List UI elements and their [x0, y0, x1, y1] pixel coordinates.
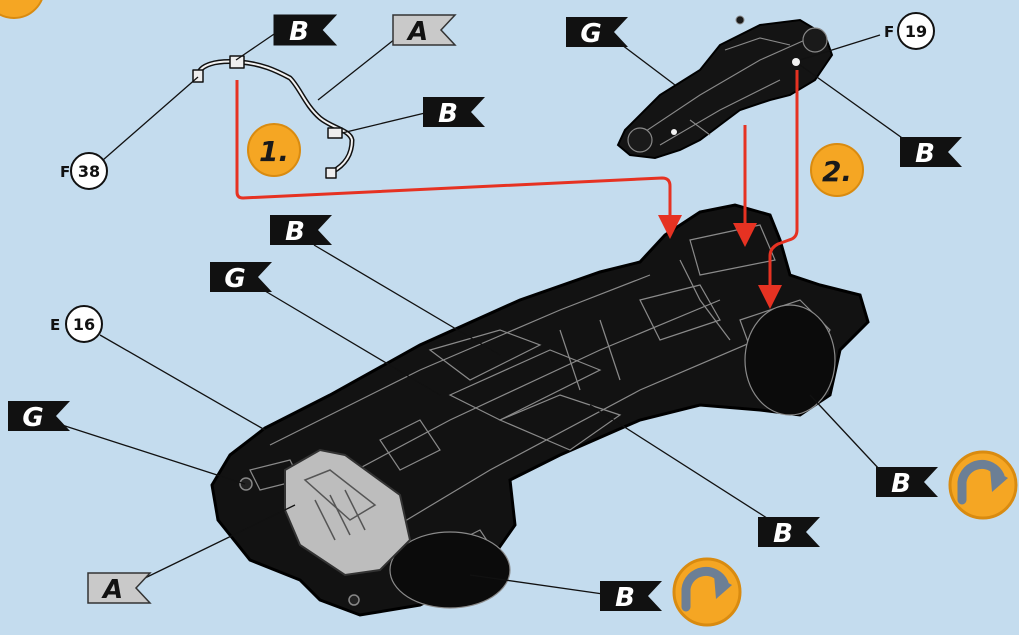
flag-f1: B: [273, 14, 338, 47]
flag-f8-letter: G: [22, 403, 43, 433]
rotate-arrow-icon: [672, 557, 742, 627]
flag-f4: G: [566, 17, 628, 49]
rear-subframe-part: [616, 15, 834, 160]
ref-f38-letter: F: [60, 163, 70, 181]
flag-f7: G: [210, 262, 272, 294]
flag-f6: B: [270, 215, 332, 247]
ref-e16-letter: E: [50, 316, 60, 334]
ref-e16: E 16: [50, 305, 103, 343]
ref-f19: F 19: [884, 12, 935, 50]
ref-f38-number: 38: [78, 162, 100, 181]
flag-f11-letter: A: [101, 575, 123, 605]
flag-f8: G: [8, 401, 70, 433]
flag-f10-letter: B: [773, 519, 793, 549]
step-1-label: 1.: [259, 135, 289, 168]
flag-f2-letter: A: [406, 17, 428, 47]
flag-f2: A: [392, 14, 457, 47]
ref-f19-number: 19: [905, 22, 927, 41]
rotate-arrow-icon: [948, 450, 1018, 520]
flag-f1-letter: B: [289, 17, 309, 47]
flag-f10: B: [758, 517, 820, 549]
flag-f9-letter: B: [891, 469, 911, 499]
flag-f5-letter: B: [915, 139, 935, 169]
flag-f3: B: [423, 97, 485, 129]
flag-f11: A: [87, 572, 152, 605]
flag-f3-letter: B: [438, 99, 458, 129]
flag-f12: B: [600, 581, 662, 613]
step-badge-2: 2.: [810, 143, 864, 197]
assembly-arrows: [235, 70, 799, 309]
ref-f38: F 38: [60, 152, 108, 190]
flag-f5: B: [900, 137, 962, 169]
flag-f12-letter: B: [615, 583, 635, 613]
chassis-underbody: [210, 203, 870, 617]
leader-lines: [61, 29, 906, 596]
brake-rod-part: [192, 55, 355, 179]
corner-step-badge: [0, 0, 43, 19]
flag-f6-letter: B: [285, 217, 305, 247]
step-2-label: 2.: [822, 155, 852, 188]
ref-e16-number: 16: [73, 315, 95, 334]
flag-f7-letter: G: [224, 264, 245, 294]
ref-f19-letter: F: [884, 23, 894, 41]
flag-f4-letter: G: [580, 19, 601, 49]
flag-f9: B: [876, 467, 938, 499]
step-badge-1: 1.: [247, 123, 301, 177]
